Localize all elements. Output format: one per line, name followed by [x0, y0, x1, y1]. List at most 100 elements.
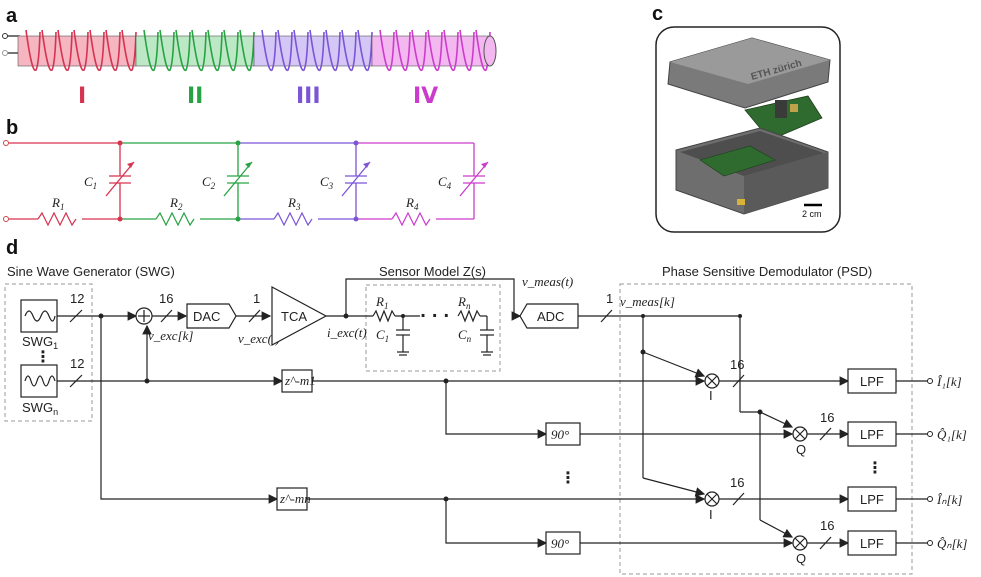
- res-label-R3: R3: [287, 195, 301, 212]
- coil-winding: [239, 29, 255, 72]
- sensor-resistor-n: [457, 309, 481, 323]
- lpf-Qn-label: LPF: [860, 536, 884, 551]
- panel-label-c: c: [652, 3, 663, 25]
- cap-label-C1: C1: [84, 174, 97, 191]
- coil-winding: [309, 29, 325, 72]
- sine-icon: [24, 375, 56, 387]
- swgn-label: SWGn: [22, 400, 58, 417]
- coil-winding: [73, 29, 89, 72]
- terminal-out: [2, 50, 8, 56]
- coil-winding: [357, 29, 373, 72]
- output-Q1: Q̂₁[k]: [937, 427, 967, 442]
- mixer-Q1-label: Q: [796, 442, 806, 457]
- swg1-label: SWG1: [22, 334, 58, 351]
- adc-label: ADC: [537, 309, 564, 324]
- mixer-Qn: [792, 535, 808, 551]
- resistor-R2: [155, 211, 195, 227]
- channel-dots-1: ⋮: [560, 468, 576, 487]
- output-I1: Î₁[k]: [936, 374, 962, 389]
- coil-winding: [159, 29, 175, 72]
- sensor-rn-label: Rn: [457, 294, 471, 311]
- sensor-cn-label: Cn: [458, 327, 472, 344]
- coil-winding: [121, 29, 137, 72]
- mixer-In-label: I: [709, 507, 713, 522]
- terminal-in: [2, 33, 8, 39]
- coil-winding: [411, 29, 427, 72]
- bits-16e: 16: [820, 518, 834, 533]
- bits-16b: 16: [730, 357, 744, 372]
- scale-bar-label: 2 cm: [802, 209, 822, 219]
- sensor-resistor-1: [372, 309, 396, 323]
- coil-winding: [325, 29, 341, 72]
- variable-capacitor-C2: [223, 140, 253, 222]
- coil-winding: [105, 29, 121, 72]
- coil-winding: [57, 29, 73, 72]
- lpf-I1-label: LPF: [860, 374, 884, 389]
- delay-n-label: z^-mn: [279, 491, 311, 506]
- resistor-R4: [391, 211, 431, 227]
- sensor-c1-label: C1: [376, 327, 389, 344]
- cap-label-C2: C2: [202, 174, 216, 191]
- panel-label-d: d: [6, 237, 18, 259]
- tca-label: TCA: [281, 309, 307, 324]
- i-exc-t-label: i_exc(t): [327, 325, 367, 340]
- dac-label: DAC: [193, 309, 220, 324]
- mixer-I1-label: I: [709, 388, 713, 403]
- coil-winding: [207, 29, 223, 72]
- dac-block: [186, 303, 237, 329]
- panel-label-a: a: [6, 5, 18, 27]
- variable-capacitor-C3: [341, 140, 371, 222]
- lpf-Q1-label: LPF: [860, 427, 884, 442]
- res-label-R4: R4: [405, 195, 419, 212]
- phase-n-label: 90°: [551, 536, 569, 551]
- lpf-Qn: [847, 530, 897, 556]
- section-label-II: II: [187, 84, 203, 109]
- coil-winding: [25, 29, 41, 72]
- bits-12a: 12: [70, 291, 84, 306]
- coil-winding: [293, 29, 309, 72]
- bits-1a: 1: [253, 291, 260, 306]
- resistor-R1: [37, 211, 77, 227]
- tca-block: [271, 285, 328, 347]
- lpf-Q1: [847, 421, 897, 447]
- coil-winding: [261, 29, 277, 72]
- connector: [737, 199, 745, 205]
- phase-1-label: 90°: [551, 427, 569, 442]
- section-label-III: III: [296, 84, 321, 109]
- panel-label-b: b: [6, 117, 18, 139]
- variable-capacitor-C1: [105, 140, 135, 222]
- lpf-In-label: LPF: [860, 492, 884, 507]
- v-meas-k-label: v_meas[k]: [620, 294, 675, 309]
- sensor-dots: · · ·: [420, 306, 449, 325]
- circuit-terminal-bottom: [3, 216, 9, 222]
- variable-capacitor-C4: [459, 143, 489, 219]
- section-label-IV: IV: [413, 84, 438, 109]
- channel-dots-2: ⋮: [867, 458, 883, 477]
- vertical-dots: ⋮: [35, 347, 51, 366]
- coil-winding: [223, 29, 239, 72]
- mixer-In: [704, 491, 720, 507]
- sensor-r1-label: R1: [375, 294, 388, 311]
- coil-winding: [427, 29, 443, 72]
- cap-label-C3: C3: [320, 174, 334, 191]
- res-label-R2: R2: [169, 195, 183, 212]
- output-In: Îₙ[k]: [936, 492, 962, 507]
- sensor-group: [365, 284, 501, 372]
- mixer-I1: [704, 373, 720, 389]
- coil-winding: [191, 29, 207, 72]
- psd-group: [619, 283, 913, 575]
- circuit-terminal-top: [3, 140, 9, 146]
- res-label-R1: R1: [51, 195, 64, 212]
- coil-winding: [89, 29, 105, 72]
- coil-winding: [341, 29, 357, 72]
- mixer-Q1: [792, 426, 808, 442]
- bits-16a: 16: [159, 291, 173, 306]
- bits-16d: 16: [730, 475, 744, 490]
- swg-group: [4, 283, 93, 422]
- swg-title: Sine Wave Generator (SWG): [7, 264, 175, 279]
- swgn-block: [20, 364, 58, 398]
- coil-winding: [379, 29, 395, 72]
- coil-winding: [395, 29, 411, 72]
- sensor-title: Sensor Model Z(s): [379, 264, 486, 279]
- sine-icon: [24, 310, 56, 322]
